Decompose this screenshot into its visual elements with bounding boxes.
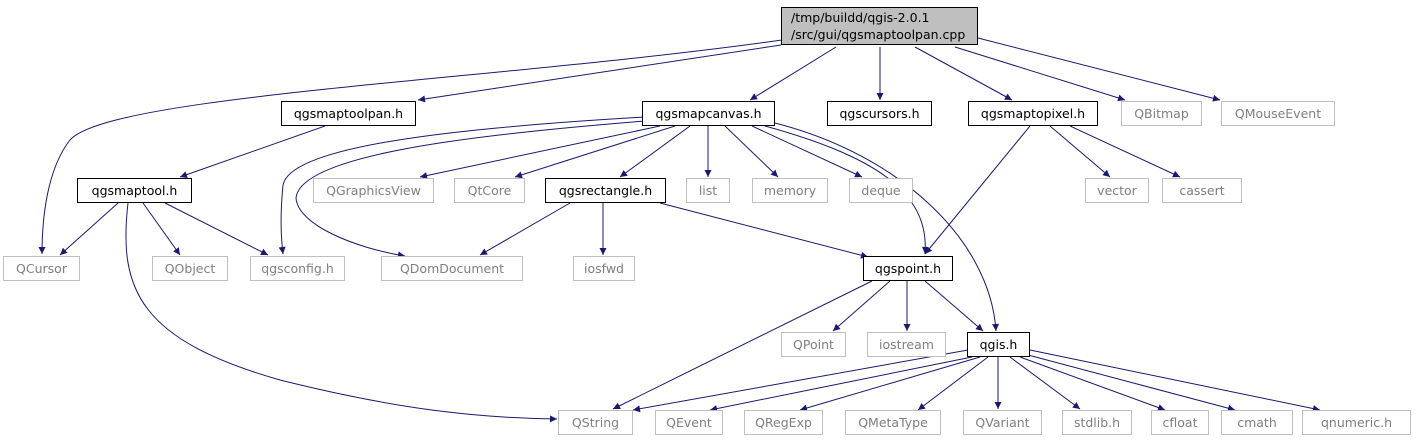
edge-root-qgsmaptopixel	[914, 46, 1013, 101]
node-cassert: cassert	[1162, 178, 1242, 203]
node-qgsmapcanvas-h[interactable]: qgsmapcanvas.h	[642, 101, 775, 126]
edge-qgsmapcanvas-qgspoint	[764, 125, 930, 255]
node-qregexp: QRegExp	[744, 410, 823, 435]
edge-qgsmaptoolpan-qgsmaptool	[179, 125, 326, 178]
node-qcursor: QCursor	[3, 256, 80, 281]
edge-qgsmaptopixel-qgspoint	[924, 125, 1031, 255]
node-qgis-h[interactable]: qgis.h	[967, 332, 1030, 357]
node-cfloat: cfloat	[1151, 410, 1209, 435]
node-qgsmaptoolpan-h[interactable]: qgsmaptoolpan.h	[281, 101, 416, 126]
node-qgspoint-h[interactable]: qgspoint.h	[863, 256, 953, 281]
node-qpoint: QPoint	[781, 332, 846, 357]
edge-qgsmaptool-qcursor	[59, 202, 119, 256]
node-qgraphicsview: QGraphicsView	[313, 178, 434, 203]
edge-qgsmaptool-qstring	[125, 202, 558, 423]
node-qgsmaptool-h[interactable]: qgsmaptool.h	[77, 178, 192, 203]
node-iostream: iostream	[867, 332, 946, 357]
edge-qgsmapcanvas-memory	[724, 125, 779, 178]
edge-qgspoint-qpoint	[832, 280, 891, 332]
edge-qgis-qevent	[709, 356, 973, 413]
node-deque: deque	[849, 178, 913, 203]
edge-qgsmaptopixel-vector	[1049, 125, 1111, 178]
edge-qgis-cfloat	[1019, 356, 1166, 411]
node-stdlib-h: stdlib.h	[1062, 410, 1132, 435]
edge-qgsmapcanvas-qgraphicsview	[419, 125, 661, 179]
edge-qgis-cmath	[1027, 354, 1236, 412]
node-vector: vector	[1085, 178, 1149, 203]
node-qgsmaptopixel-h[interactable]: qgsmaptopixel.h	[968, 101, 1098, 126]
node-qmetatype: QMetaType	[845, 410, 941, 435]
edge-qgsmaptopixel-cassert	[1069, 125, 1181, 178]
edge-qgsmapcanvas-qgsrectangle	[619, 125, 691, 178]
edge-qgsrectangle-qdomdocument	[479, 202, 571, 256]
node-qmouseevent: QMouseEvent	[1221, 101, 1335, 126]
edge-qgsmapcanvas-qgsconfig	[278, 116, 646, 255]
node-qobject: QObject	[152, 256, 228, 281]
edge-qgis-qregexp	[799, 356, 981, 412]
edge-root-qbitmap	[954, 46, 1126, 102]
edge-qgsmapcanvas-qtcore	[514, 125, 676, 179]
node-qgsconfig-h: qgsconfig.h	[250, 256, 345, 281]
edge-qgsmaptool-qobject	[142, 202, 181, 256]
edge-root-qgsmaptoolpan	[417, 44, 782, 103]
edge-qgis-qmetatype	[917, 356, 989, 411]
node-qdomdocument: QDomDocument	[381, 256, 523, 281]
edge-qgsmaptool-qgsconfig	[164, 202, 269, 256]
edge-qgsmapcanvas-qdomdocument	[295, 120, 646, 259]
node-qbitmap: QBitmap	[1121, 101, 1202, 126]
root-path-line1: /tmp/buildd/qgis-2.0.1	[791, 10, 930, 25]
root-path-line2: /src/gui/qgsmaptoolpan.cpp	[791, 27, 966, 42]
edge-qgis-qnumeric	[1029, 349, 1321, 413]
edge-qgis-qstring	[632, 349, 969, 413]
node-cmath: cmath	[1221, 410, 1293, 435]
edge-qgspoint-qgis	[924, 280, 984, 332]
edge-root-qcursor	[38, 39, 783, 255]
node-memory: memory	[752, 178, 828, 203]
edge-qgsmapcanvas-deque	[751, 125, 863, 178]
edge-qgsmapcanvas-qgis	[774, 122, 1000, 332]
node-qgscursors-h[interactable]: qgscursors.h	[827, 101, 932, 126]
node-qgsrectangle-h[interactable]: qgsrectangle.h	[545, 178, 666, 203]
edge-qgsrectangle-qgspoint	[659, 202, 869, 259]
node-qstring: QString	[558, 410, 633, 435]
edge-qgis-stdlib	[1009, 356, 1081, 410]
node-qnumeric-h: qnumeric.h	[1302, 410, 1411, 435]
edge-qgspoint-qstring	[612, 280, 873, 410]
node-qvariant: QVariant	[963, 410, 1042, 435]
edge-root-qgsmapcanvas	[749, 46, 837, 101]
node-root-file[interactable]: /tmp/buildd/qgis-2.0.1 /src/gui/qgsmapto…	[781, 7, 978, 45]
node-qevent: QEvent	[655, 410, 723, 435]
edge-root-qmouseevent	[977, 37, 1221, 102]
node-iosfwd: iosfwd	[573, 256, 635, 281]
node-list: list	[686, 178, 730, 203]
node-qtcore: QtCore	[454, 178, 525, 203]
